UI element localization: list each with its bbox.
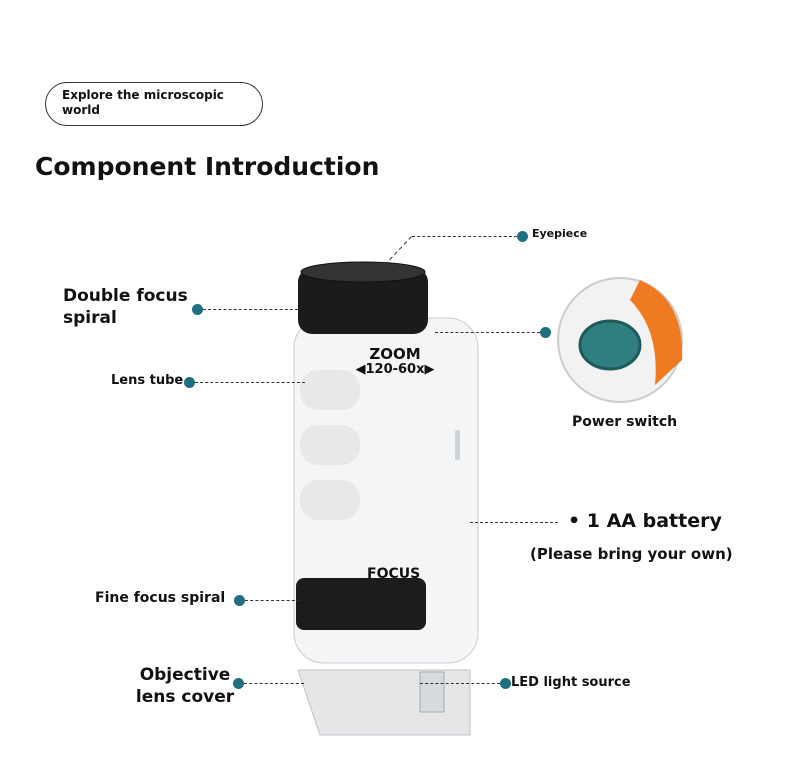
- eyepiece-label: Eyepiece: [532, 227, 588, 240]
- zoom-label: ZOOM: [369, 345, 421, 363]
- eyepiece: [298, 268, 428, 334]
- double-focus-label: Double focus spiral: [63, 286, 188, 328]
- battery-label: • 1 AA battery: [568, 510, 722, 532]
- objective-cover-label: Objective lens cover: [135, 665, 235, 707]
- grip-ridge: [300, 425, 360, 465]
- grip-ridge: [300, 370, 360, 410]
- focus-label: FOCUS: [367, 566, 421, 582]
- fine-focus-label: Fine focus spiral: [95, 590, 226, 606]
- battery-note: (Please bring your own): [530, 545, 733, 563]
- fine-focus-wheel: [296, 578, 426, 630]
- page-title: Component Introduction: [35, 152, 380, 181]
- led-label: LED light source: [511, 675, 631, 690]
- eyepiece-dot: [517, 231, 528, 242]
- power-switch-label: Power switch: [572, 414, 678, 430]
- zoom-range: ◀120-60x▶: [355, 362, 435, 377]
- grip-ridge: [300, 480, 360, 520]
- lens-tube-label: Lens tube: [111, 373, 184, 388]
- tagline-pill: Explore the microscopic world: [45, 82, 263, 126]
